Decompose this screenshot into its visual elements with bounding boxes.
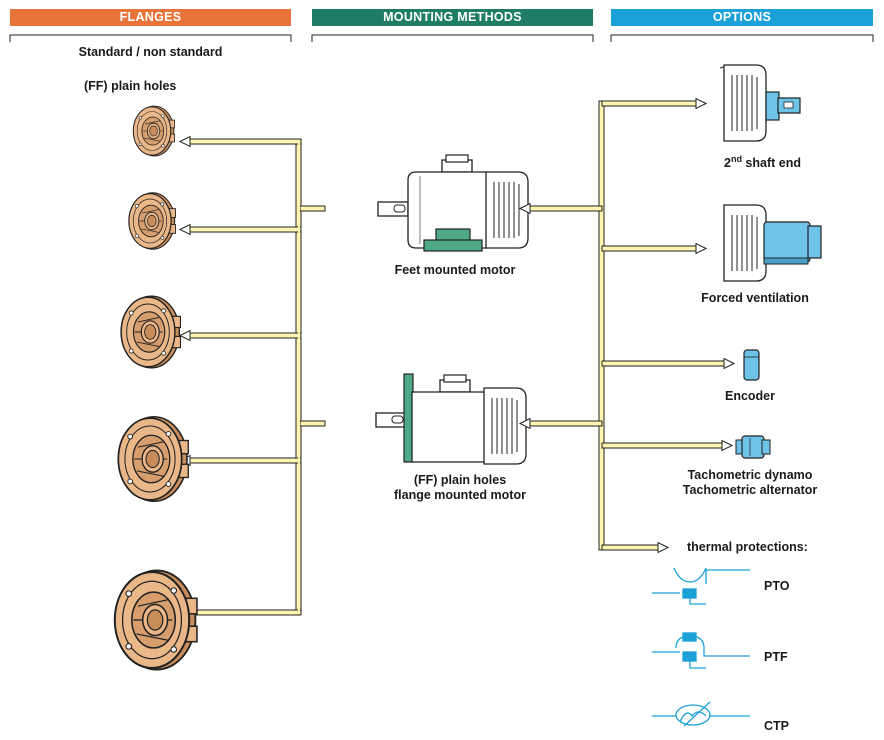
flange-1: [132, 105, 176, 157]
options-header: OPTIONS: [611, 9, 873, 26]
second-shaft-end-label: 2nd shaft end: [724, 154, 801, 171]
flanges-header: FLANGES: [10, 9, 291, 26]
ctp-label: CTP: [764, 719, 789, 733]
flange-2: [128, 192, 177, 250]
flange-4: [117, 415, 190, 503]
flange-connector-tree: [189, 138, 326, 616]
flanges-subtitle: Standard / non standard: [78, 45, 223, 59]
flanges-bracket: [9, 34, 292, 42]
forced-ventilation-graphic: [723, 204, 822, 282]
ptf-symbol: [652, 632, 750, 669]
encoder-graphic: [743, 349, 760, 381]
mounting-bracket: [311, 34, 594, 42]
flange-5: [113, 569, 198, 671]
flange-motor-graphic: [375, 373, 527, 465]
forced-ventilation-label: Forced ventilation: [701, 291, 809, 305]
feet-motor-graphic: [377, 154, 529, 252]
mounting-methods-header: MOUNTING METHODS: [312, 9, 593, 26]
ptf-label: PTF: [764, 650, 788, 664]
options-bracket: [610, 34, 874, 42]
encoder-label: Encoder: [724, 389, 775, 403]
flange-motor-label-line1: (FF) plain holes: [413, 473, 507, 487]
thermal-protections-label: thermal protections:: [687, 540, 808, 554]
flange-motor-label-line2: flange mounted motor: [394, 488, 526, 502]
flange-type-label: (FF) plain holes: [84, 79, 177, 93]
second-shaft-end-graphic: [719, 64, 801, 142]
tacho-label-line2: Tachometric alternator: [682, 483, 818, 497]
tacho-label-line1: Tachometric dynamo: [687, 468, 813, 482]
pto-symbol: [652, 567, 750, 605]
pto-label: PTO: [764, 579, 790, 593]
flange-3: [120, 295, 182, 369]
tacho-graphic: [735, 435, 771, 459]
ctp-symbol: [652, 701, 750, 727]
feet-motor-label: Feet mounted motor: [394, 263, 516, 277]
